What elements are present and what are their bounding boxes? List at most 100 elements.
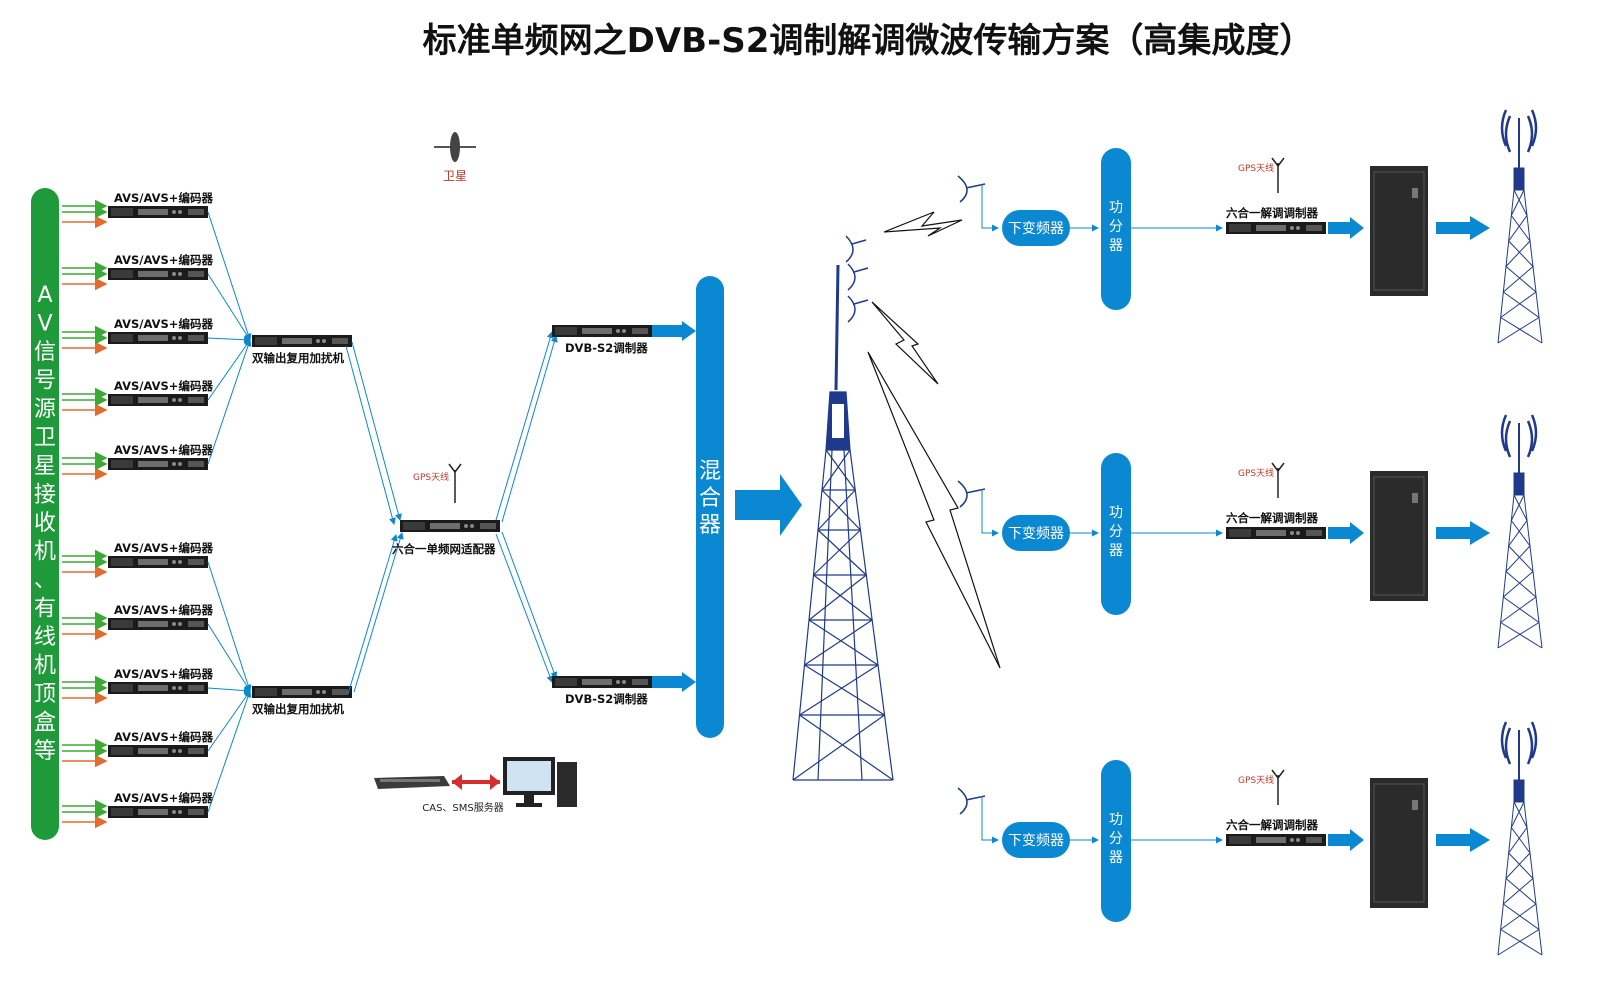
- mux-label: 双输出复用加扰机: [251, 702, 344, 716]
- pc-tower-icon: [557, 762, 577, 807]
- splitter-label: 功分器: [1109, 812, 1123, 866]
- encoder-mux-line: [207, 623, 251, 692]
- microwave-bolt-3: [867, 351, 1001, 669]
- cabinet-icon: [1370, 471, 1428, 601]
- dish-icon: [957, 787, 968, 815]
- dish-icon: [957, 480, 968, 508]
- modulator-label: DVB-S2调制器: [565, 692, 648, 706]
- av-source-bar: [31, 188, 59, 840]
- dish-icon: [957, 175, 968, 203]
- dvb-s2-modulator-1: DVB-S2调制器: [552, 321, 696, 355]
- down-converter-label: 下变频器: [1008, 833, 1064, 849]
- down-converter-label: 下变频器: [1008, 526, 1064, 542]
- encoder-mux-line: [207, 273, 251, 341]
- down-converter: [1002, 822, 1070, 858]
- encoder-label: AVS/AVS+编码器: [114, 791, 213, 805]
- gps-label: GPS天线: [1238, 162, 1274, 174]
- splitter-bar: [1101, 148, 1131, 310]
- encoder-label: AVS/AVS+编码器: [114, 317, 213, 331]
- splitter-label: 功分器: [1109, 200, 1123, 254]
- demod-label: 六合一解调调制器: [1226, 511, 1318, 525]
- satellite-label: 卫星: [443, 169, 467, 183]
- encoder: AVS/AVS+编码器: [62, 730, 213, 768]
- small-tower-icon: [1497, 414, 1543, 649]
- modulator-label: DVB-S2调制器: [565, 341, 648, 355]
- small-tower-icon: [1497, 109, 1543, 344]
- down-converter-label: 下变频器: [1008, 221, 1064, 237]
- encoder-label: AVS/AVS+编码器: [114, 253, 213, 267]
- gps-label: GPS天线: [413, 471, 449, 483]
- encoder-label: AVS/AVS+编码器: [114, 730, 213, 744]
- mixer-label: 混合器: [699, 459, 721, 538]
- encoder-mux-line: [207, 690, 251, 752]
- arrow-icon: [652, 321, 696, 341]
- gps-antenna-icon: [1271, 769, 1285, 780]
- satellite-icon: 卫星: [434, 132, 476, 183]
- mux-adapter-lines: [345, 341, 404, 695]
- cas-sms-server: CAS、SMS服务器: [374, 757, 577, 814]
- encoder: AVS/AVS+编码器: [62, 379, 213, 417]
- encoder: AVS/AVS+编码器: [62, 443, 213, 481]
- encoder: AVS/AVS+编码器: [62, 253, 213, 291]
- cas-label: CAS、SMS服务器: [422, 801, 504, 814]
- encoder-mux-line: [207, 336, 251, 344]
- encoder-label: AVS/AVS+编码器: [114, 191, 213, 205]
- encoder: AVS/AVS+编码器: [62, 317, 213, 355]
- dvb-s2-modulator-2: DVB-S2调制器: [552, 672, 696, 706]
- big-arrow-icon: [735, 474, 802, 536]
- cabinet-icon: [1370, 166, 1428, 296]
- arrow-icon: [1436, 521, 1490, 545]
- sfn-adapter: 六合一单频网适配器 GPS天线: [392, 463, 500, 556]
- encoder-mux-line: [207, 690, 252, 813]
- arrow-icon: [1328, 829, 1364, 851]
- encoder: AVS/AVS+编码器: [62, 791, 213, 829]
- encoder: AVS/AVS+编码器: [62, 667, 213, 705]
- demod-label: 六合一解调调制器: [1226, 818, 1318, 832]
- transmission-tower: [792, 264, 894, 781]
- encoder: AVS/AVS+编码器: [62, 603, 213, 641]
- gps-label: GPS天线: [1238, 774, 1274, 786]
- splitter-bar: [1101, 760, 1131, 922]
- encoder-mux-line: [207, 687, 251, 695]
- encoder-label: AVS/AVS+编码器: [114, 603, 213, 617]
- encoder-label: AVS/AVS+编码器: [114, 443, 213, 457]
- page-title: 标准单频网之DVB-S2调制解调微波传输方案（高集成度）: [423, 21, 1314, 61]
- encoder: AVS/AVS+编码器: [62, 541, 213, 579]
- splitter-label: 功分器: [1109, 505, 1123, 559]
- adapter-label: 六合一单频网适配器: [392, 542, 496, 556]
- mux-1: 双输出复用加扰机: [251, 335, 352, 365]
- down-converter: [1002, 515, 1070, 551]
- down-converter: [1002, 210, 1070, 246]
- demod-label: 六合一解调调制器: [1226, 206, 1318, 220]
- arrow-icon: [1436, 216, 1490, 240]
- splitter-bar: [1101, 453, 1131, 615]
- microwave-bolt-2: [871, 301, 939, 385]
- encoder-mux-line: [207, 561, 252, 692]
- mixer-bar: [696, 276, 724, 738]
- encoder: AVS/AVS+编码器: [62, 191, 213, 229]
- gps-antenna-icon: [1271, 462, 1285, 473]
- mux-label: 双输出复用加扰机: [251, 351, 344, 365]
- cabinet-icon: [1370, 778, 1428, 908]
- adapter-mod-lines: [495, 331, 558, 683]
- encoder-label: AVS/AVS+编码器: [114, 667, 213, 681]
- switch-icon: [374, 776, 450, 789]
- small-tower-icon: [1497, 721, 1543, 956]
- encoder-mux-line: [207, 211, 252, 341]
- encoder-label: AVS/AVS+编码器: [114, 379, 213, 393]
- tower-dish-icons: [845, 235, 869, 323]
- arrow-icon: [1328, 217, 1364, 239]
- encoder-mux-line: [207, 339, 252, 465]
- microwave-bolt-1: [883, 211, 963, 237]
- gps-antenna-icon: [1271, 157, 1285, 168]
- mux-2: 双输出复用加扰机: [251, 686, 352, 716]
- arrow-icon: [652, 672, 696, 692]
- encoder-label: AVS/AVS+编码器: [114, 541, 213, 555]
- arrow-icon: [1328, 522, 1364, 544]
- encoder-mux-line: [207, 339, 251, 401]
- arrow-icon: [1436, 828, 1490, 852]
